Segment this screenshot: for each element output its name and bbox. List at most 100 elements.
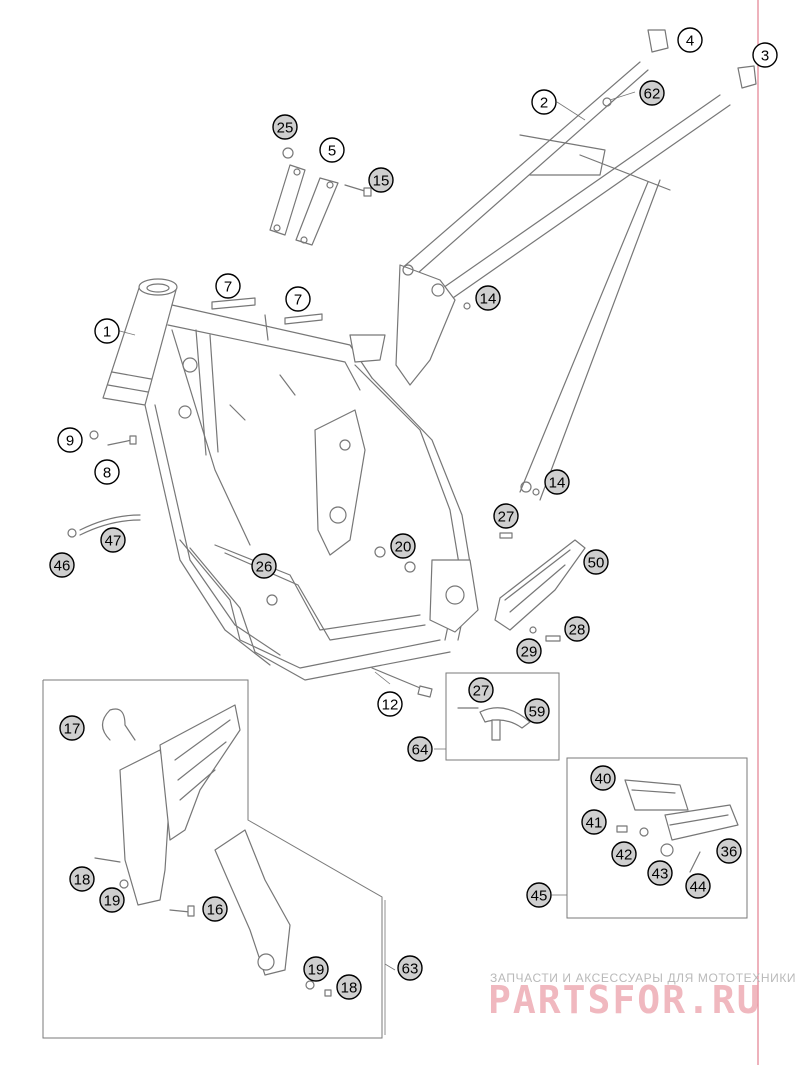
callout-29: 29 (516, 638, 542, 664)
bolt-nut-8-9 (89, 430, 137, 446)
callout-43: 43 (647, 860, 673, 886)
callout-5: 5 (319, 137, 345, 163)
callout-number: 14 (480, 291, 497, 308)
callout-7: 7 (285, 286, 311, 312)
subframe (395, 29, 757, 501)
callout-circle (531, 89, 557, 115)
callout-47: 47 (100, 527, 126, 553)
callout-27: 27 (493, 503, 519, 529)
callout-number: 18 (341, 980, 358, 997)
callout-circle (303, 956, 329, 982)
callout-number: 45 (531, 888, 548, 905)
callout-circle (59, 715, 85, 741)
callout-circle (564, 616, 590, 642)
callout-26: 26 (251, 553, 277, 579)
callout-62: 62 (639, 80, 665, 106)
callout-number: 7 (294, 292, 302, 309)
callout-8: 8 (94, 459, 120, 485)
callout-42: 42 (611, 841, 637, 867)
callout-circle (526, 882, 552, 908)
frame-guards-63 (94, 704, 332, 997)
callout-number: 19 (104, 893, 121, 910)
callout-59: 59 (524, 698, 550, 724)
callout-2: 2 (531, 89, 557, 115)
bolt-12 (371, 667, 433, 698)
callout-number: 40 (595, 771, 612, 788)
callout-circle (336, 974, 362, 1000)
watermark-brand: PARTSFOR.RU (488, 978, 762, 1022)
callout-number: 27 (498, 509, 515, 526)
callout-number: 64 (412, 742, 429, 759)
callout-circle (251, 553, 277, 579)
callout-18: 18 (336, 974, 362, 1000)
callout-number: 43 (652, 866, 669, 883)
callout-number: 27 (473, 683, 490, 700)
callout-number: 20 (395, 539, 412, 556)
chain-guide-59 (457, 707, 531, 741)
callout-3: 3 (752, 42, 778, 68)
guard-plate-left (211, 297, 256, 310)
leader-lines (115, 91, 636, 1035)
callout-number: 59 (529, 704, 546, 721)
callout-number: 3 (761, 48, 769, 65)
callout-circle (49, 552, 75, 578)
callout-36: 36 (716, 838, 742, 864)
callout-17: 17 (59, 715, 85, 741)
callout-45: 45 (526, 882, 552, 908)
callout-50: 50 (583, 549, 609, 575)
callout-circle (639, 80, 665, 106)
callout-number: 14 (549, 475, 566, 492)
callout-12: 12 (377, 691, 403, 717)
callout-19: 19 (99, 887, 125, 913)
callout-14: 14 (544, 469, 570, 495)
callout-circle (590, 765, 616, 791)
nut-20b (404, 561, 416, 573)
callout-number: 18 (74, 872, 91, 889)
callout-7: 7 (215, 273, 241, 299)
callout-number: 44 (690, 879, 707, 896)
callout-41: 41 (581, 809, 607, 835)
callout-19: 19 (303, 956, 329, 982)
callout-1: 1 (94, 318, 120, 344)
callout-number: 2 (540, 95, 548, 112)
callout-circle (69, 866, 95, 892)
callout-63: 63 (397, 955, 423, 981)
callout-number: 29 (521, 644, 538, 661)
callout-40: 40 (590, 765, 616, 791)
callout-circle (99, 887, 125, 913)
callout-number: 19 (308, 962, 325, 979)
callout-number: 5 (328, 143, 336, 160)
callout-circle (685, 873, 711, 899)
nut-20a (374, 546, 386, 558)
callout-number: 4 (686, 33, 694, 50)
callout-circle (583, 549, 609, 575)
callout-number: 1 (103, 324, 111, 341)
callout-circle (377, 691, 403, 717)
callout-25: 25 (272, 114, 298, 140)
callout-circle (493, 503, 519, 529)
hose-47-clip-46 (67, 514, 141, 538)
callout-circle (397, 955, 423, 981)
callout-number: 25 (277, 120, 294, 137)
callout-circle (475, 285, 501, 311)
callout-44: 44 (685, 873, 711, 899)
callout-number: 41 (586, 815, 603, 832)
callout-circle (100, 527, 126, 553)
callout-16: 16 (202, 896, 228, 922)
callout-circle (524, 698, 550, 724)
callout-circle (677, 27, 703, 53)
callout-circle (94, 459, 120, 485)
callout-circle (716, 838, 742, 864)
callout-number: 50 (588, 555, 605, 572)
callout-circle (516, 638, 542, 664)
callout-circle (202, 896, 228, 922)
callout-circle (647, 860, 673, 886)
callout-number: 42 (616, 847, 633, 864)
callout-number: 36 (721, 844, 738, 861)
callout-circle (215, 273, 241, 299)
callout-number: 7 (224, 279, 232, 296)
callout-14: 14 (475, 285, 501, 311)
callout-circle (272, 114, 298, 140)
callout-9: 9 (57, 427, 83, 453)
